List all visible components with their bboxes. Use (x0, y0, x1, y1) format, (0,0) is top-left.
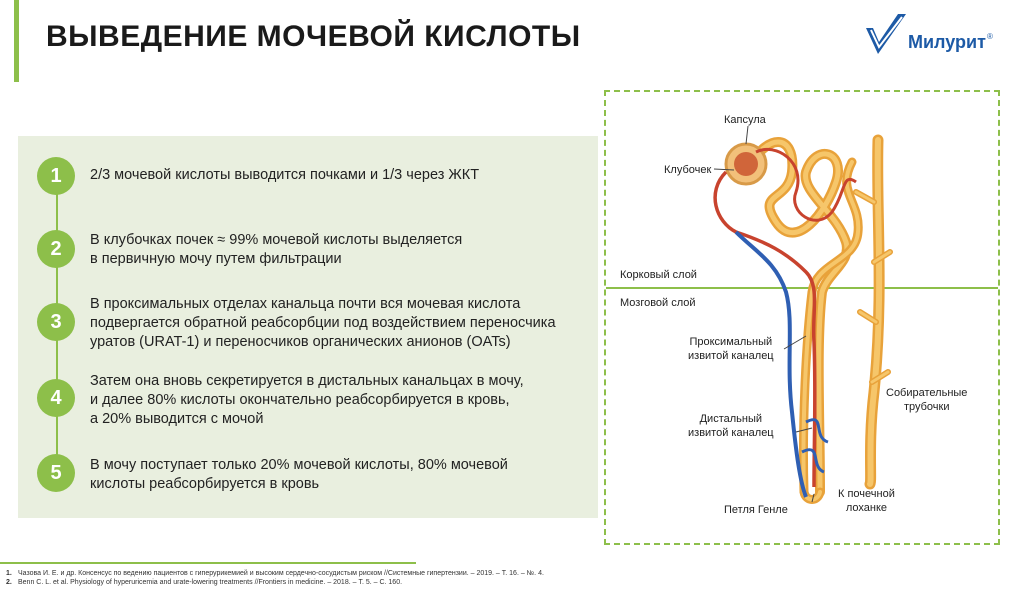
footnote-item: 1.Чазова И. Е. и др. Консенсус по ведени… (6, 570, 544, 577)
footnote-item: 2.Benn C. L. et al. Physiology of hyperu… (6, 579, 403, 586)
step-line: а 20% выводится с мочой (90, 411, 264, 427)
steps-panel (18, 136, 598, 518)
label-distal-tubule: Дистальный извитой каналец (688, 413, 774, 439)
step-line: подвергается обратной реабсорбции под во… (90, 315, 556, 331)
label-glomerulus: Клубочек (664, 164, 712, 176)
step-line: 2/3 мочевой кислоты выводится почками и … (90, 167, 480, 183)
label-loop-of-henle: Петля Генле (724, 504, 788, 516)
title-accent-bar (14, 0, 19, 82)
vein (734, 230, 808, 498)
step-text-4: Затем она вновь секретируется в дистальн… (90, 372, 590, 429)
label-cortex: Корковый слой (620, 269, 697, 281)
step-text-3: В проксимальных отделах канальца почти в… (90, 295, 590, 352)
step-line: В клубочках почек ≈ 99% мочевой кислоты … (90, 232, 463, 248)
registered-mark: ® (987, 32, 993, 41)
label-capsule: Капсула (724, 114, 766, 126)
label-renal-pelvis: К почечной лоханке (838, 488, 895, 514)
diagram-frame (604, 90, 1000, 545)
label-proximal-tubule: Проксимальный извитой каналец (688, 336, 774, 362)
step-line: В мочу поступает только 20% мочевой кисл… (90, 457, 508, 473)
step-line: и далее 80% кислоты окончательно реабсор… (90, 392, 510, 408)
step-text-1: 2/3 мочевой кислоты выводится почками и … (90, 166, 590, 185)
step-line: В проксимальных отделах канальца почти в… (90, 296, 521, 312)
label-medulla: Мозговой слой (620, 297, 696, 309)
logo-text: Милурит (908, 32, 986, 52)
checkmark-logo-icon (866, 14, 906, 54)
footnote-rule (0, 562, 416, 564)
brand-logo: Милурит ® (862, 10, 1012, 60)
page-title: ВЫВЕДЕНИЕ МОЧЕВОЙ КИСЛОТЫ (46, 20, 581, 53)
step-number-4: 4 (37, 379, 75, 417)
footnotes: 1.Чазова И. Е. и др. Консенсус по ведени… (6, 569, 544, 587)
step-number-5: 5 (37, 454, 75, 492)
step-text-5: В мочу поступает только 20% мочевой кисл… (90, 456, 590, 494)
step-line: уратов (URAT-1) и переносчиков органичес… (90, 334, 511, 350)
step-line: Затем она вновь секретируется в дистальн… (90, 373, 524, 389)
label-collecting-ducts: Собирательные трубочки (886, 387, 968, 413)
arteriole (713, 170, 817, 488)
step-line: в первичную мочу путем фильтрации (90, 251, 342, 267)
nephron-illustration (606, 125, 998, 504)
step-number-2: 2 (37, 230, 75, 268)
step-text-2: В клубочках почек ≈ 99% мочевой кислоты … (90, 231, 590, 269)
step-line: кислоты реабсорбируется в кровь (90, 476, 320, 492)
step-number-3: 3 (37, 303, 75, 341)
glomerulus (734, 152, 758, 176)
step-number-1: 1 (37, 157, 75, 195)
